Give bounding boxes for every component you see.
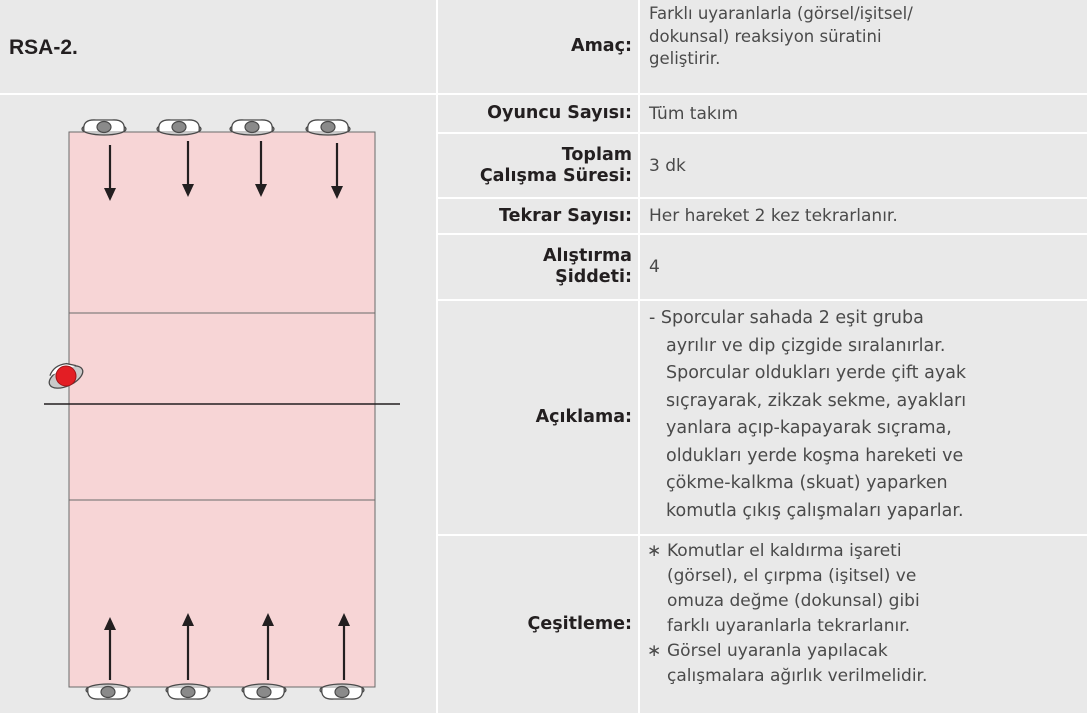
label-oyuncu: Oyuncu Sayısı: (487, 103, 632, 123)
row-aciklama-label-cell (438, 301, 638, 534)
arrow-down-icon (331, 143, 343, 199)
arrow-down-icon (182, 141, 194, 197)
player-icon (156, 119, 202, 136)
cesitleme-item: ∗ Görsel uyaranla yapılacak çalışmalara … (647, 639, 927, 689)
row-oyuncu-value-cell (640, 95, 1087, 132)
player-icon (241, 683, 287, 700)
amac-line: Farklı uyaranlarla (görsel/işitsel/ (649, 4, 913, 23)
row-aciklama-value-cell (640, 301, 1087, 534)
asterisk-bullet-icon: ∗ (647, 541, 662, 561)
player-icon (319, 683, 365, 700)
header-cell (0, 0, 436, 93)
row-cesitleme-label-cell (438, 536, 638, 713)
row-tekrar-label-cell (438, 199, 638, 233)
value-aciklama: - Sporcular sahada 2 eşit gruba ayrılır … (649, 305, 1083, 531)
siddet-label-line: Alıştırma (543, 246, 632, 266)
value-amac: Farklı uyaranlarla (görsel/işitsel/ doku… (649, 3, 1079, 91)
value-sure: 3 dk (649, 155, 686, 176)
row-amac-value-cell (640, 0, 1087, 93)
amac-line: geliştirir. (649, 49, 721, 68)
aciklama-line: - Sporcular sahada 2 eşit gruba (649, 308, 924, 328)
amac-line: dokunsal) reaksiyon süratini (649, 26, 882, 46)
sure-label-line: Çalışma Süresi: (479, 165, 632, 186)
cesitleme-line: (görsel), el çırpma (işitsel) ve (667, 566, 917, 586)
player-icon (165, 683, 211, 700)
value-siddet: 4 (649, 257, 660, 277)
aciklama-line: ayrılır ve dip çizgide sıralanırlar. (666, 335, 946, 356)
asterisk-bullet-icon: ∗ (647, 641, 662, 661)
cesitleme-line: Komutlar el kaldırma işareti (667, 541, 902, 561)
aciklama-line: yanlara açıp-kapayarak sıçrama, (666, 418, 952, 438)
player-icon (229, 119, 275, 136)
row-cesitleme-value-cell (640, 536, 1087, 713)
arrow-up-icon (104, 617, 116, 680)
aciklama-line: sıçrayarak, zikzak sekme, ayakları (666, 390, 967, 411)
label-amac: Amaç: (571, 36, 632, 56)
player-icon (81, 119, 127, 136)
value-cesitleme: ∗ Komutlar el kaldırma işareti (görsel),… (647, 539, 1083, 711)
cesitleme-line: omuza değme (dokunsal) gibi (667, 591, 920, 611)
cesitleme-line: farklı uyaranlarla tekrarlanır. (667, 616, 911, 636)
player-icon (305, 119, 351, 136)
arrow-down-icon (104, 145, 116, 201)
court-surface (68, 131, 376, 688)
label-cesitleme: Çeşitleme: (527, 614, 632, 634)
ball-icon (55, 365, 77, 387)
cesitleme-item: ∗ Komutlar el kaldırma işareti (görsel),… (647, 539, 927, 639)
aciklama-line: komutla çıkış çalışmaları yaparlar. (666, 500, 964, 521)
court-diagram (44, 119, 400, 700)
value-oyuncu: Tüm takım (649, 103, 739, 124)
row-sure-label-cell (438, 134, 638, 197)
row-tekrar-value-cell (640, 199, 1087, 233)
coach-with-ball-icon (48, 362, 84, 389)
arrow-down-icon (255, 141, 267, 197)
arrow-up-icon (262, 613, 274, 680)
arrow-up-icon (182, 613, 194, 680)
row-siddet-label-cell (438, 235, 638, 299)
aciklama-line: Sporcular oldukları yerde çift ayak (666, 363, 967, 383)
siddet-label-line: Şiddeti: (555, 267, 632, 287)
player-icon (85, 683, 131, 700)
value-tekrar: Her hareket 2 kez tekrarlanır. (649, 206, 898, 226)
label-aciklama: Açıklama: (535, 407, 632, 427)
row-amac-label-cell (438, 0, 638, 93)
label-sure: Toplam Çalışma Süresi: (438, 134, 634, 197)
row-siddet-value-cell (640, 235, 1087, 299)
label-tekrar: Tekrar Sayısı: (499, 205, 632, 226)
cesitleme-line: Görsel uyaranla yapılacak (667, 641, 888, 661)
arrow-up-icon (338, 613, 350, 680)
aciklama-line: oldukları yerde koşma hareketi ve (666, 445, 964, 466)
row-oyuncu-label-cell (438, 95, 638, 132)
aciklama-line: çökme-kalkma (skuat) yaparken (666, 473, 948, 493)
cesitleme-line: çalışmalara ağırlık verilmelidir. (667, 666, 928, 686)
label-siddet: Alıştırma Şiddeti: (438, 235, 634, 299)
exercise-title: RSA-2. (9, 36, 78, 59)
row-sure-value-cell (640, 134, 1087, 197)
sure-label-line: Toplam (561, 144, 632, 165)
